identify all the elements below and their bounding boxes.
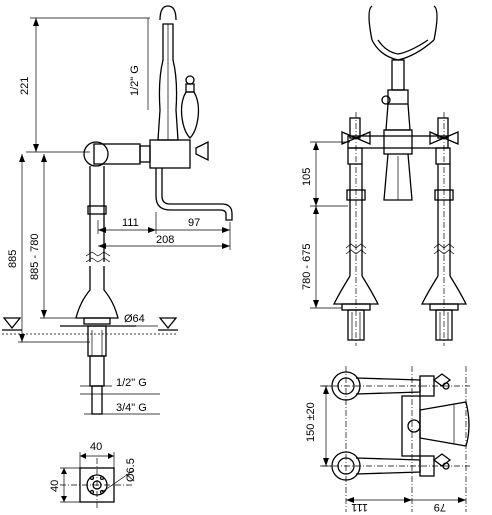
dim-40-side: 40	[49, 480, 61, 492]
dim-d64: Ø64	[124, 313, 145, 325]
front-view-dimensions: 105 780 - 675	[301, 141, 350, 309]
dim-111-plan: 111	[351, 501, 368, 513]
plan-view	[322, 366, 470, 512]
dim-221: 221	[19, 77, 31, 95]
dim-111: 111	[122, 217, 139, 229]
foot-plan-view: 40 40 Ø6.5	[49, 441, 137, 510]
dim-105: 105	[301, 168, 313, 186]
dim-d6-5: Ø6.5	[125, 458, 137, 482]
dim-208: 208	[156, 234, 174, 246]
dim-780-675: 780 - 675	[301, 244, 313, 290]
side-view	[2, 5, 233, 415]
dim-3-4-g: 3/4" G	[116, 402, 147, 414]
dim-40-top: 40	[90, 441, 102, 453]
dim-half-g-bottom: 1/2" G	[116, 377, 147, 389]
dim-885: 885	[7, 250, 19, 268]
dim-885-780: 885 - 780	[29, 234, 41, 280]
dim-97: 97	[188, 217, 200, 229]
dim-150: 150 ±20	[305, 402, 317, 442]
dim-79: 79	[434, 501, 446, 513]
dim-half-g-top: 1/2" G	[129, 65, 141, 96]
plan-view-dimensions: 150 ±20 111 79	[305, 385, 466, 513]
front-view	[332, 5, 468, 346]
side-view-dimensions: 221 885 885 - 780 1/2" G 111 97 208	[7, 17, 231, 415]
